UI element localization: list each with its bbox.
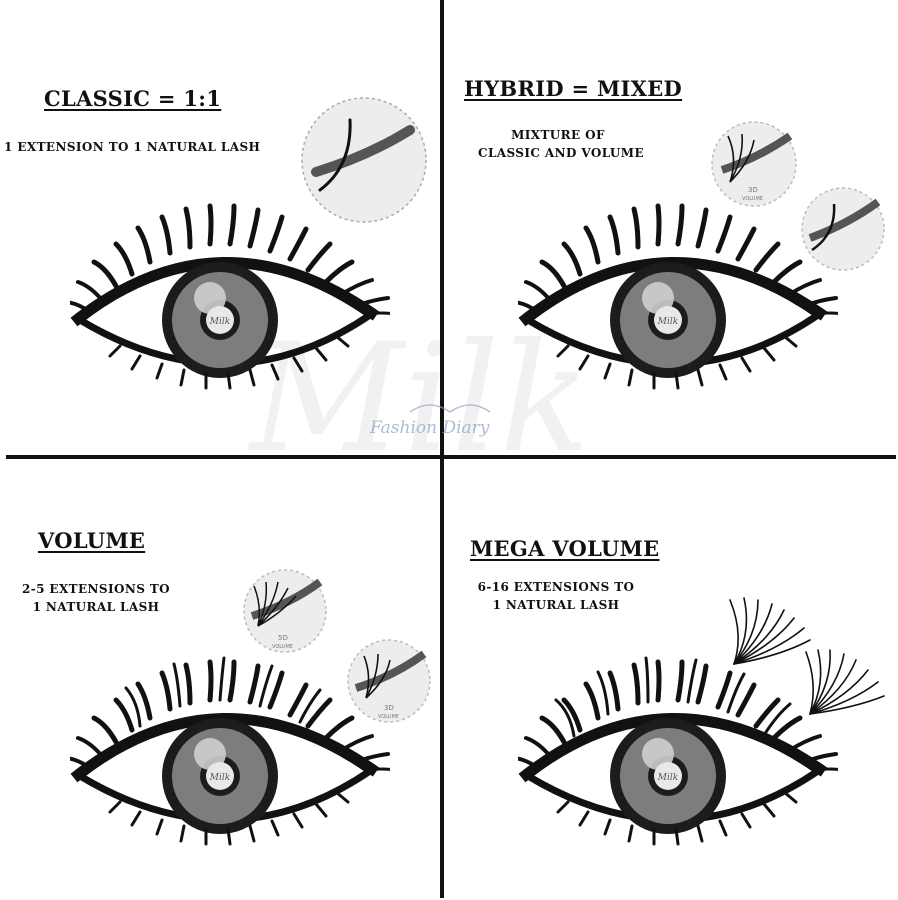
classic-eye-illustration <box>70 200 390 390</box>
mega-desc-line2: 1 NATURAL LASH <box>492 598 620 612</box>
iris-logo <box>654 762 682 790</box>
volume-section: VOLUME 2-5 EXTENSIONS TO 1 NATURAL LASH … <box>0 460 440 900</box>
hybrid-eye-illustration <box>518 200 838 390</box>
mega-volume-description: 6-16 EXTENSIONS TO 1 NATURAL LASH <box>470 578 642 614</box>
mega-volume-eye-illustration <box>518 656 838 846</box>
iris-logo <box>654 306 682 334</box>
iris-logo <box>206 762 234 790</box>
volume-3d-label: 3D <box>384 704 394 712</box>
hybrid-desc-line2: CLASSIC AND VOLUME <box>478 146 645 160</box>
vertical-divider <box>440 0 444 898</box>
hybrid-title: HYBRID = MIXED <box>464 76 683 101</box>
classic-section: CLASSIC = 1:1 1 EXTENSION TO 1 NATURAL L… <box>0 0 440 440</box>
classic-description: 1 EXTENSION TO 1 NATURAL LASH <box>4 140 261 154</box>
volume-description: 2-5 EXTENSIONS TO 1 NATURAL LASH <box>18 580 174 616</box>
hybrid-volume-inset: 3D VOLUME <box>711 121 797 207</box>
mega-desc-line1: 6-16 EXTENSIONS TO <box>477 580 635 594</box>
volume-3d-inset: 3D VOLUME <box>347 639 431 723</box>
volume-desc-line2: 1 NATURAL LASH <box>32 600 160 614</box>
iris-logo <box>206 306 234 334</box>
classic-lash-inset <box>301 97 427 223</box>
mega-volume-title: MEGA VOLUME <box>470 536 660 561</box>
hybrid-desc-line1: MIXTURE OF <box>511 128 605 142</box>
mega-volume-section: MEGA VOLUME 6-16 EXTENSIONS TO 1 NATURAL… <box>448 460 888 900</box>
hybrid-classic-inset <box>801 187 885 271</box>
mega-fan-2 <box>805 649 885 715</box>
volume-5d-sublabel: VOLUME <box>272 644 293 650</box>
volume-desc-line1: 2-5 EXTENSIONS TO <box>21 582 171 596</box>
hybrid-description: MIXTURE OF CLASSIC AND VOLUME <box>478 126 645 162</box>
volume-eye-illustration <box>70 656 390 846</box>
volume-3d-sublabel: VOLUME <box>378 714 399 720</box>
classic-title: CLASSIC = 1:1 <box>44 86 222 111</box>
volume-title: VOLUME <box>38 528 146 553</box>
volume-5d-label: 5D <box>278 634 288 642</box>
hybrid-inset-label: 3D <box>748 186 758 194</box>
hybrid-inset-sublabel: VOLUME <box>742 196 763 202</box>
hybrid-section: HYBRID = MIXED MIXTURE OF CLASSIC AND VO… <box>448 0 888 440</box>
horizontal-divider <box>6 455 896 459</box>
mega-fan-1 <box>729 597 811 665</box>
volume-5d-inset: 5D VOLUME <box>243 569 327 653</box>
